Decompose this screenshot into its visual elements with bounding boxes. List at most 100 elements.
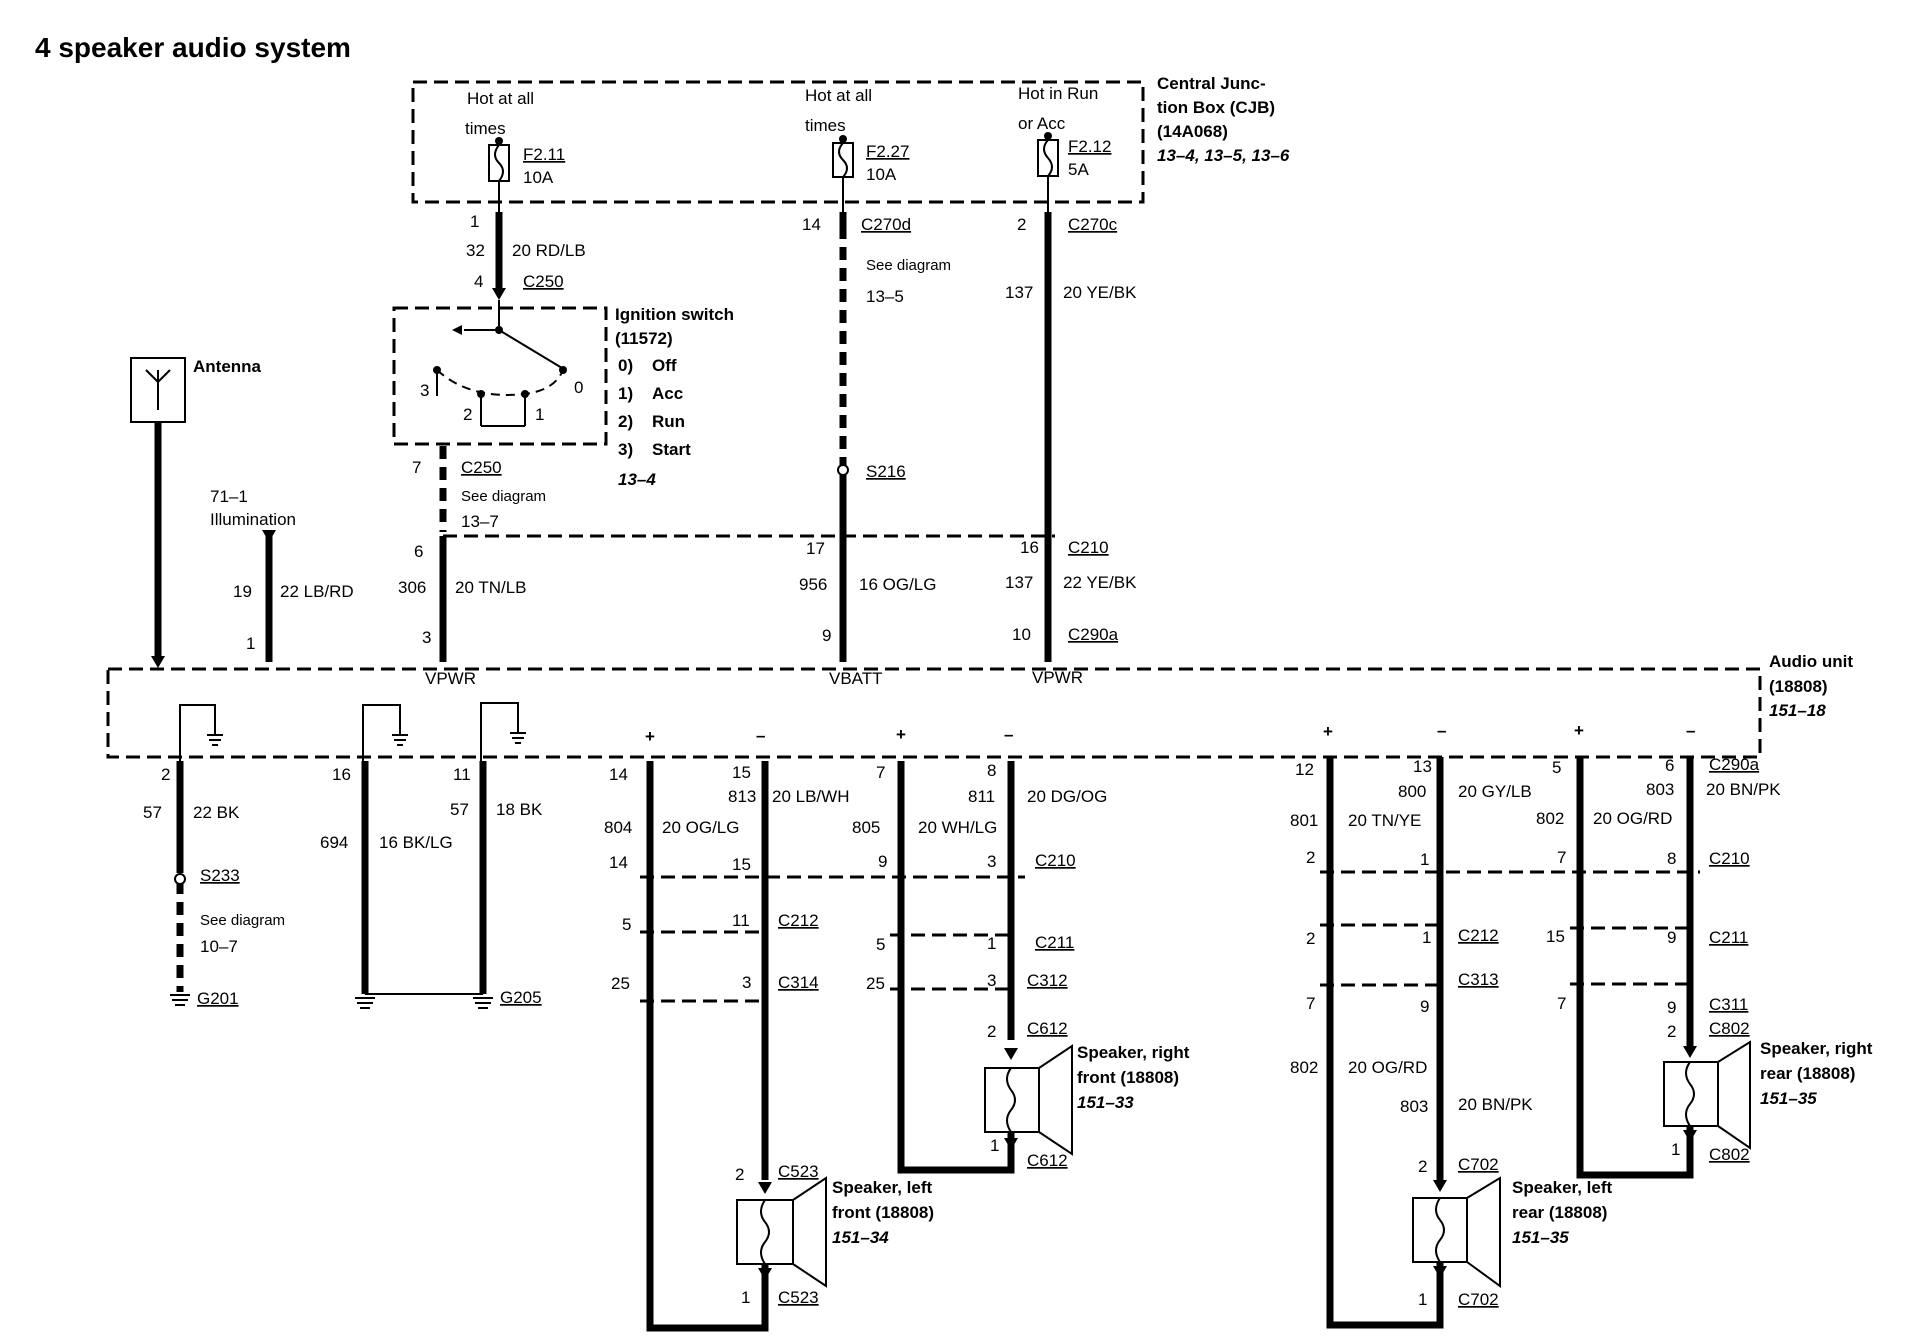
rf-wire-p: 20 WH/LG [918, 818, 997, 837]
lr-circ-p: 801 [1290, 811, 1318, 830]
rf-c210: C210 [1035, 851, 1076, 870]
rf-spk-pin-bot: 1 [990, 1136, 999, 1155]
rr-speaker-symbol [1663, 1040, 1751, 1160]
rf-spk-ref: 151–33 [1077, 1093, 1134, 1112]
rf-speaker-symbol [984, 1044, 1073, 1156]
lf-spk-conn-top: C523 [778, 1162, 819, 1181]
fuse3-amps: 5A [1068, 160, 1089, 179]
audio-unit-box [106, 667, 1762, 759]
ign-pin-top: 4 [474, 272, 483, 291]
ign-pos-2-num: 2) [618, 412, 633, 431]
splice-s216 [837, 464, 849, 476]
ground-symbols-g205 [355, 997, 493, 1009]
lf-spk-name2: front (18808) [832, 1203, 934, 1222]
ign-term-2: 2 [463, 405, 472, 424]
fuse2-note-line1: See diagram [866, 257, 951, 274]
diagram-title: 4 speaker audio system [35, 32, 351, 63]
rf-au-pin-m: 8 [987, 761, 996, 780]
lr-c210-p: 2 [1306, 848, 1315, 867]
rr-c211-m: 9 [1667, 928, 1676, 947]
fuse3-conn: C270c [1068, 215, 1118, 234]
lr-c313: C313 [1458, 970, 1499, 989]
lf-c210-m: 15 [732, 855, 751, 874]
lr-circ-m2: 803 [1400, 1097, 1428, 1116]
lf-minus: – [756, 726, 765, 745]
rr-wire-m: 20 BN/PK [1706, 780, 1781, 799]
rr-minus: – [1686, 721, 1695, 740]
illum-wire: 22 LB/RD [280, 582, 354, 601]
gnd1-wire: 22 BK [193, 803, 240, 822]
lr-spk-pin-top: 2 [1418, 1157, 1427, 1176]
lr-minus: – [1437, 721, 1446, 740]
lf-spk-ref: 151–34 [832, 1228, 889, 1247]
lf-c314-m: 3 [742, 973, 751, 992]
gnd3-circuit: 57 [450, 800, 469, 819]
antenna [130, 357, 186, 668]
rr-circ-m: 803 [1646, 780, 1674, 799]
lf-c314-p: 25 [611, 974, 630, 993]
lr-spk-name1: Speaker, left [1512, 1178, 1613, 1197]
lf-spk-pin-bot: 1 [741, 1288, 750, 1307]
cjb-box [411, 80, 1145, 204]
lr-plus: + [1323, 722, 1333, 741]
fuse3-id: F2.12 [1068, 137, 1111, 156]
batt-au-pin: 9 [822, 626, 831, 645]
lf-spk-pin-top: 2 [735, 1165, 744, 1184]
ign-au-pin: 3 [422, 628, 431, 647]
rf-c210-p: 9 [878, 852, 887, 871]
rf-c210-m: 3 [987, 852, 996, 871]
au-vbatt: VBATT [829, 669, 883, 688]
au-vpwr2: VPWR [1032, 668, 1083, 687]
lr-speaker-wires [1326, 757, 1444, 1329]
acc-wire-top: 20 YE/BK [1063, 283, 1137, 302]
lr-c210-m: 1 [1420, 850, 1429, 869]
rf-c211: C211 [1035, 933, 1074, 952]
rf-c211-m: 1 [987, 934, 996, 953]
rr-c211: C211 [1709, 928, 1748, 947]
lr-wire-p: 20 TN/YE [1348, 811, 1421, 830]
lr-au-pin-p: 12 [1295, 760, 1314, 779]
rf-spk-conn-bot: C612 [1027, 1151, 1068, 1170]
rf-spk-conn-top: C612 [1027, 1019, 1068, 1038]
ign-note-line1: See diagram [461, 488, 546, 505]
rf-speaker-wires [897, 761, 1015, 1174]
rr-c210-p: 7 [1557, 848, 1566, 867]
ground-g201-label: G201 [197, 989, 239, 1008]
gnd1-note-line1: See diagram [200, 912, 285, 929]
illum-label: Illumination [210, 510, 296, 529]
fuse2-conn: C270d [861, 215, 911, 234]
lf-speaker-wires [646, 761, 769, 1332]
cjb-name-line1: Central Junc- [1157, 74, 1266, 93]
rr-c210: C210 [1709, 849, 1750, 868]
fuse1-pin: 1 [470, 212, 479, 231]
lf-c212: C212 [778, 911, 819, 930]
ign-conn-top: C250 [523, 272, 564, 291]
rr-spk-pin-bot: 1 [1671, 1140, 1680, 1159]
rr-c311-p: 7 [1557, 994, 1566, 1013]
au-internal-grounds [179, 702, 526, 761]
ign-pos-0-label: Off [652, 356, 677, 375]
gnd3-wire: 18 BK [496, 800, 543, 819]
acc-circuit: 137 [1005, 573, 1033, 592]
rf-spk-pin-top: 2 [987, 1022, 996, 1041]
ign-pos-3-num: 3) [618, 440, 633, 459]
lr-wire-m: 20 GY/LB [1458, 782, 1532, 801]
c210-top-conn: C210 [1068, 538, 1109, 557]
rr-plus: + [1574, 721, 1584, 740]
lf-speaker-symbol [736, 1176, 827, 1300]
fuse2-id: F2.27 [866, 142, 909, 161]
batt-wire: 16 OG/LG [859, 575, 936, 594]
rr-spk-ref: 151–35 [1760, 1089, 1817, 1108]
au-ref: 151–18 [1769, 701, 1826, 720]
acc-c210-pin: 16 [1020, 538, 1039, 557]
lf-spk-name1: Speaker, left [832, 1178, 933, 1197]
lr-c212: C212 [1458, 926, 1499, 945]
rf-circ-p: 805 [852, 818, 880, 837]
rr-au-pin-m: 6 [1665, 756, 1674, 775]
lr-c313-m: 9 [1420, 997, 1429, 1016]
fuse1-hot-line1: Hot at all [467, 89, 534, 108]
lr-circ-p2: 802 [1290, 1058, 1318, 1077]
ign-switch-part: (11572) [615, 329, 673, 348]
fuse2-pin: 14 [802, 215, 821, 234]
rr-c211-p: 15 [1546, 927, 1565, 946]
